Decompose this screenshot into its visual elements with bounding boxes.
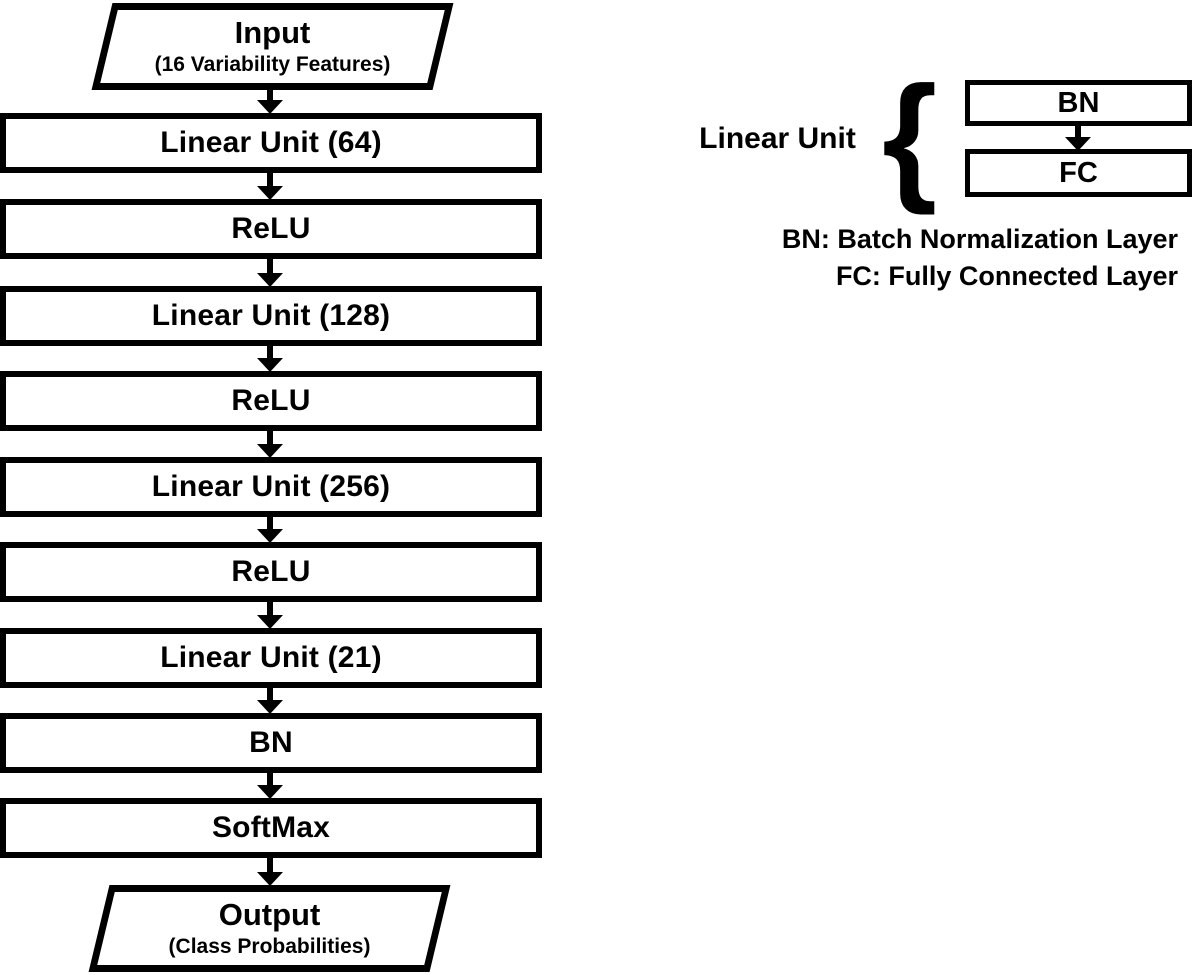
box-linear-unit-64: Linear Unit (64) (0, 113, 542, 173)
box-linear-unit-128: Linear Unit (128) (0, 286, 542, 346)
legend-linear-unit-label: Linear Unit (699, 122, 856, 155)
arrow-down-icon (257, 170, 283, 200)
arrow-down-icon (257, 770, 283, 799)
input-sublabel: (16 Variability Features) (154, 53, 391, 76)
arrow-down-icon (257, 514, 283, 543)
output-parallelogram: Output (Class Probabilities) (99, 885, 440, 972)
input-parallelogram: Input (16 Variability Features) (102, 3, 443, 90)
arrow-down-icon (257, 256, 283, 287)
arrow-down-icon (257, 343, 283, 372)
box-relu-3: ReLU (0, 542, 542, 602)
arrow-down-icon (1065, 122, 1091, 151)
arrow-down-icon (257, 599, 283, 629)
box-linear-unit-256: Linear Unit (256) (0, 457, 542, 517)
box-relu-2: ReLU (0, 371, 542, 431)
box-softmax: SoftMax (0, 798, 542, 858)
arrow-down-icon (257, 685, 283, 714)
legend-box-bn: BN (965, 80, 1192, 126)
input-label: Input (234, 15, 311, 50)
arrow-down-icon (257, 87, 283, 114)
legend-note-bn: BN: Batch Normalization Layer (781, 224, 1178, 254)
arrow-down-icon (257, 855, 283, 886)
output-sublabel: (Class Probabilities) (168, 935, 371, 958)
box-bn: BN (0, 713, 542, 773)
box-linear-unit-21: Linear Unit (21) (0, 628, 542, 688)
legend-note-fc: FC: Fully Connected Layer (835, 261, 1178, 291)
arrow-down-icon (257, 428, 283, 458)
output-label: Output (218, 897, 321, 932)
legend-notes: BN: Batch Normalization Layer FC: Fully … (690, 221, 1178, 295)
curly-brace-icon: { (882, 57, 938, 216)
legend-box-fc: FC (965, 149, 1192, 197)
box-relu-1: ReLU (0, 199, 542, 259)
